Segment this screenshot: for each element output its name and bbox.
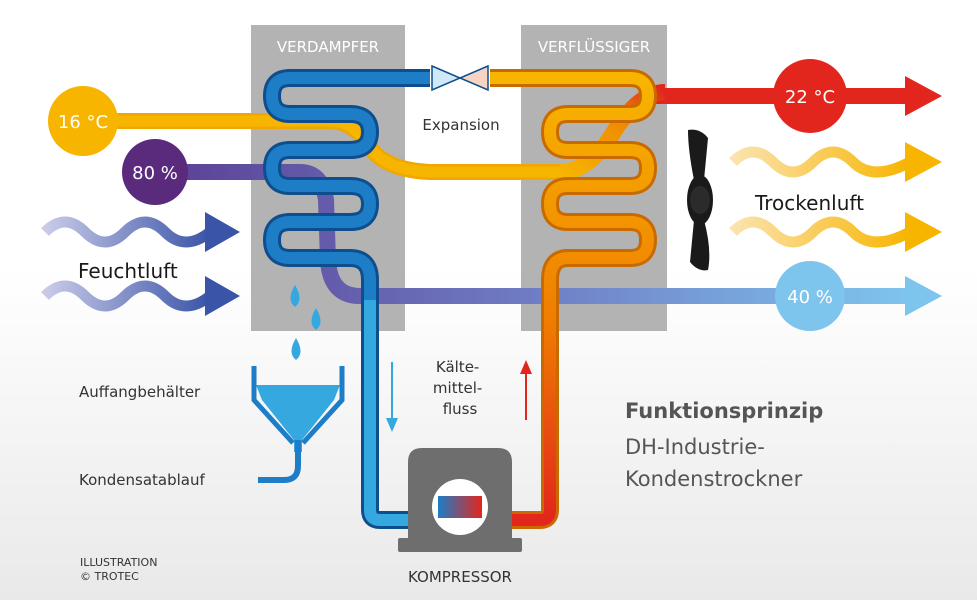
compressor-label: KOMPRESSOR bbox=[408, 568, 512, 586]
expansion-label: Expansion bbox=[422, 116, 499, 134]
diagram-heading: Funktionsprinzip bbox=[625, 399, 823, 423]
humid-air-wave-2 bbox=[41, 280, 214, 312]
dry-air-label: Trockenluft bbox=[754, 191, 864, 215]
dry-air-arrowhead-2 bbox=[905, 212, 942, 252]
svg-text:80 %: 80 % bbox=[132, 163, 178, 184]
diagram-subtitle: DH-Industrie- Kondenstrockner bbox=[625, 435, 803, 491]
dry-air-wave-1 bbox=[729, 146, 913, 178]
dry-air-waves bbox=[729, 146, 913, 248]
outlet-temp-badge: 22 °C bbox=[773, 59, 847, 133]
humid-air-arrowhead-2 bbox=[205, 276, 240, 316]
compressor-icon bbox=[398, 448, 522, 552]
inlet-humidity-badge: 80 % bbox=[122, 139, 188, 205]
illustration-credit: ILLUSTRATION © TROTEC bbox=[80, 556, 161, 583]
expansion-valve-icon bbox=[431, 64, 489, 92]
refrigerant-flow-label: Kälte- mittel- fluss bbox=[433, 358, 487, 418]
warm-air-arrowhead bbox=[905, 76, 942, 116]
dry-air-wave-2 bbox=[729, 216, 913, 248]
humid-air-wave-1 bbox=[41, 216, 214, 248]
flow-up-arrow bbox=[520, 360, 532, 420]
humid-air-arrowhead-1 bbox=[205, 212, 240, 252]
condenser-label: VERFLÜSSIGER bbox=[538, 37, 650, 56]
inlet-temp-badge: 16 °C bbox=[48, 86, 118, 156]
svg-text:22 °C: 22 °C bbox=[785, 87, 835, 108]
svg-text:40 %: 40 % bbox=[787, 287, 833, 308]
collector-funnel-icon bbox=[251, 366, 345, 483]
drain-label: Kondensatablauf bbox=[79, 471, 205, 489]
outlet-humidity-badge: 40 % bbox=[775, 261, 845, 331]
fan-icon bbox=[687, 129, 713, 271]
water-droplets-icon bbox=[290, 285, 321, 360]
humid-air-waves bbox=[41, 216, 214, 312]
evaporator-coil bbox=[263, 69, 430, 529]
condenser-coil bbox=[490, 69, 657, 529]
evaporator-label: VERDAMPFER bbox=[277, 38, 379, 56]
collector-label: Auffangbehälter bbox=[79, 383, 201, 401]
dry-air-arrowhead-1 bbox=[905, 142, 942, 182]
humid-air-label: Feuchtluft bbox=[78, 259, 178, 283]
svg-text:16 °C: 16 °C bbox=[58, 112, 108, 133]
dry-air-arrowhead bbox=[905, 276, 942, 316]
flow-down-arrow bbox=[386, 362, 398, 432]
